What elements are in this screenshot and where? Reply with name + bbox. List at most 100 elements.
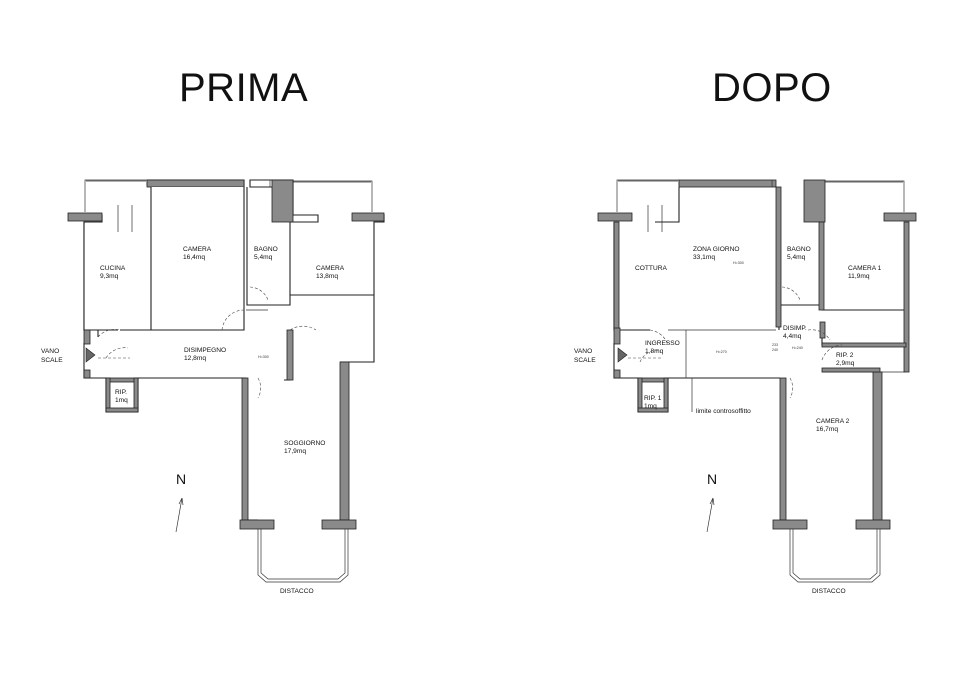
wall-block (83, 329, 91, 345)
room-name: DISIMP. (783, 325, 807, 332)
balcony-top-left (84, 179, 148, 212)
wall-block (271, 179, 294, 223)
title-after: DOPO (712, 66, 832, 110)
plan-before: N CUCINA 9,3mq CAMERA 16,4mq BAGNO 5,4mq… (41, 179, 385, 595)
room-area: 5,4mq (254, 254, 273, 261)
room-area: 2,9mq (836, 360, 855, 367)
wall-block (803, 179, 826, 223)
ceiling-boundary (668, 329, 776, 412)
detachment-label: DISTACCO (812, 588, 846, 595)
wall-block (613, 221, 620, 331)
stair-arrow-icon (617, 347, 628, 363)
balcony-top-right (821, 180, 905, 212)
window-marks (647, 180, 773, 232)
window-marks (117, 180, 271, 311)
wall-block (819, 321, 826, 339)
room-area: 16,4mq (183, 254, 205, 261)
wall-block (613, 369, 621, 379)
room-name: CUCINA (100, 265, 126, 272)
room-name: COTTURA (635, 265, 667, 272)
height-note: H=300 (733, 261, 744, 265)
wall-block (818, 221, 825, 311)
room-name: DISIMPEGNO (184, 347, 226, 354)
balcony-bottom (789, 529, 881, 583)
wall-block (105, 407, 139, 413)
height-note: 240 (772, 348, 778, 352)
wall-block (351, 212, 385, 222)
balcony-bottom (257, 529, 349, 583)
wall-block (779, 377, 787, 521)
wall-block (83, 369, 91, 379)
room-area: 9,3mq (100, 273, 119, 280)
wall-block (663, 377, 669, 413)
door-swings (97, 286, 317, 399)
height-note: H=240 (792, 346, 803, 350)
wall-block (321, 519, 357, 530)
wall-block (821, 367, 881, 373)
wall-block (286, 329, 294, 381)
wall-block (133, 377, 139, 413)
room-area: 11,9mq (848, 273, 870, 280)
height-note: H=270 (716, 350, 727, 354)
balcony-top-right (289, 180, 373, 212)
stair-label: SCALE (41, 357, 63, 364)
room-area: 1mq (644, 403, 657, 410)
room-name: RIP. (115, 389, 127, 396)
room-area: 4,4mq (783, 333, 802, 340)
wall-block (637, 377, 643, 413)
room-area: 33,1mq (693, 254, 715, 261)
wall-block (67, 212, 103, 222)
room-area: 13,8mq (316, 273, 338, 280)
wall-block (772, 519, 808, 530)
detachment-label: DISTACCO (280, 588, 314, 595)
room-name: CAMERA 1 (848, 265, 882, 272)
room-area: 1mq (115, 397, 128, 404)
north-arrow-icon (175, 497, 184, 533)
room-name: CAMERA (183, 246, 212, 253)
room-name: RIP. 1 (644, 395, 662, 402)
wall-block (105, 377, 139, 383)
stair-label: VANO (41, 348, 59, 355)
room-name: CAMERA 2 (816, 418, 850, 425)
north-arrow-icon (706, 497, 715, 533)
ceiling-note: limite controsoffitto (696, 408, 751, 415)
wall-bed2-east (822, 371, 906, 520)
wall-block (883, 212, 917, 222)
wall-block (597, 212, 633, 222)
height-note: H=300 (258, 355, 269, 359)
door-swings (639, 286, 843, 399)
wall-block (775, 186, 782, 328)
wall-block (637, 377, 669, 383)
wall-storage2 (821, 322, 906, 346)
room-name: BAGNO (787, 246, 811, 253)
north-label: N (176, 471, 186, 487)
height-note: 233 (772, 343, 778, 347)
wall-living-north (655, 187, 680, 223)
stair-label: SCALE (574, 357, 596, 364)
room-name: BAGNO (254, 246, 278, 253)
wall-block (821, 342, 907, 348)
wall-block (872, 371, 883, 521)
stair-arrow-icon (85, 347, 96, 363)
wall-bath-bed2 (246, 187, 374, 306)
wall-block (678, 179, 777, 188)
plan-after: N COTTURA ZONA GIORNO 33,1mq BAGNO 5,4mq… (574, 179, 917, 595)
wall-block (613, 327, 621, 345)
title-before: PRIMA (179, 66, 309, 110)
wall-block (637, 407, 669, 413)
wall-bedroom1 (150, 187, 245, 331)
wall-block (146, 179, 245, 188)
room-name: RIP. 2 (836, 352, 854, 359)
room-area: 1,8mq (645, 348, 664, 355)
wall-block (241, 377, 249, 521)
north-label: N (707, 471, 717, 487)
room-name: CAMERA (316, 265, 345, 272)
wall-block (339, 361, 350, 521)
wall-block (239, 519, 275, 530)
room-area: 12,8mq (184, 355, 206, 362)
stair-label: VANO (574, 348, 592, 355)
wall-block (903, 221, 910, 373)
room-name: ZONA GIORNO (693, 246, 740, 253)
room-name: SOGGIORNO (284, 440, 325, 447)
